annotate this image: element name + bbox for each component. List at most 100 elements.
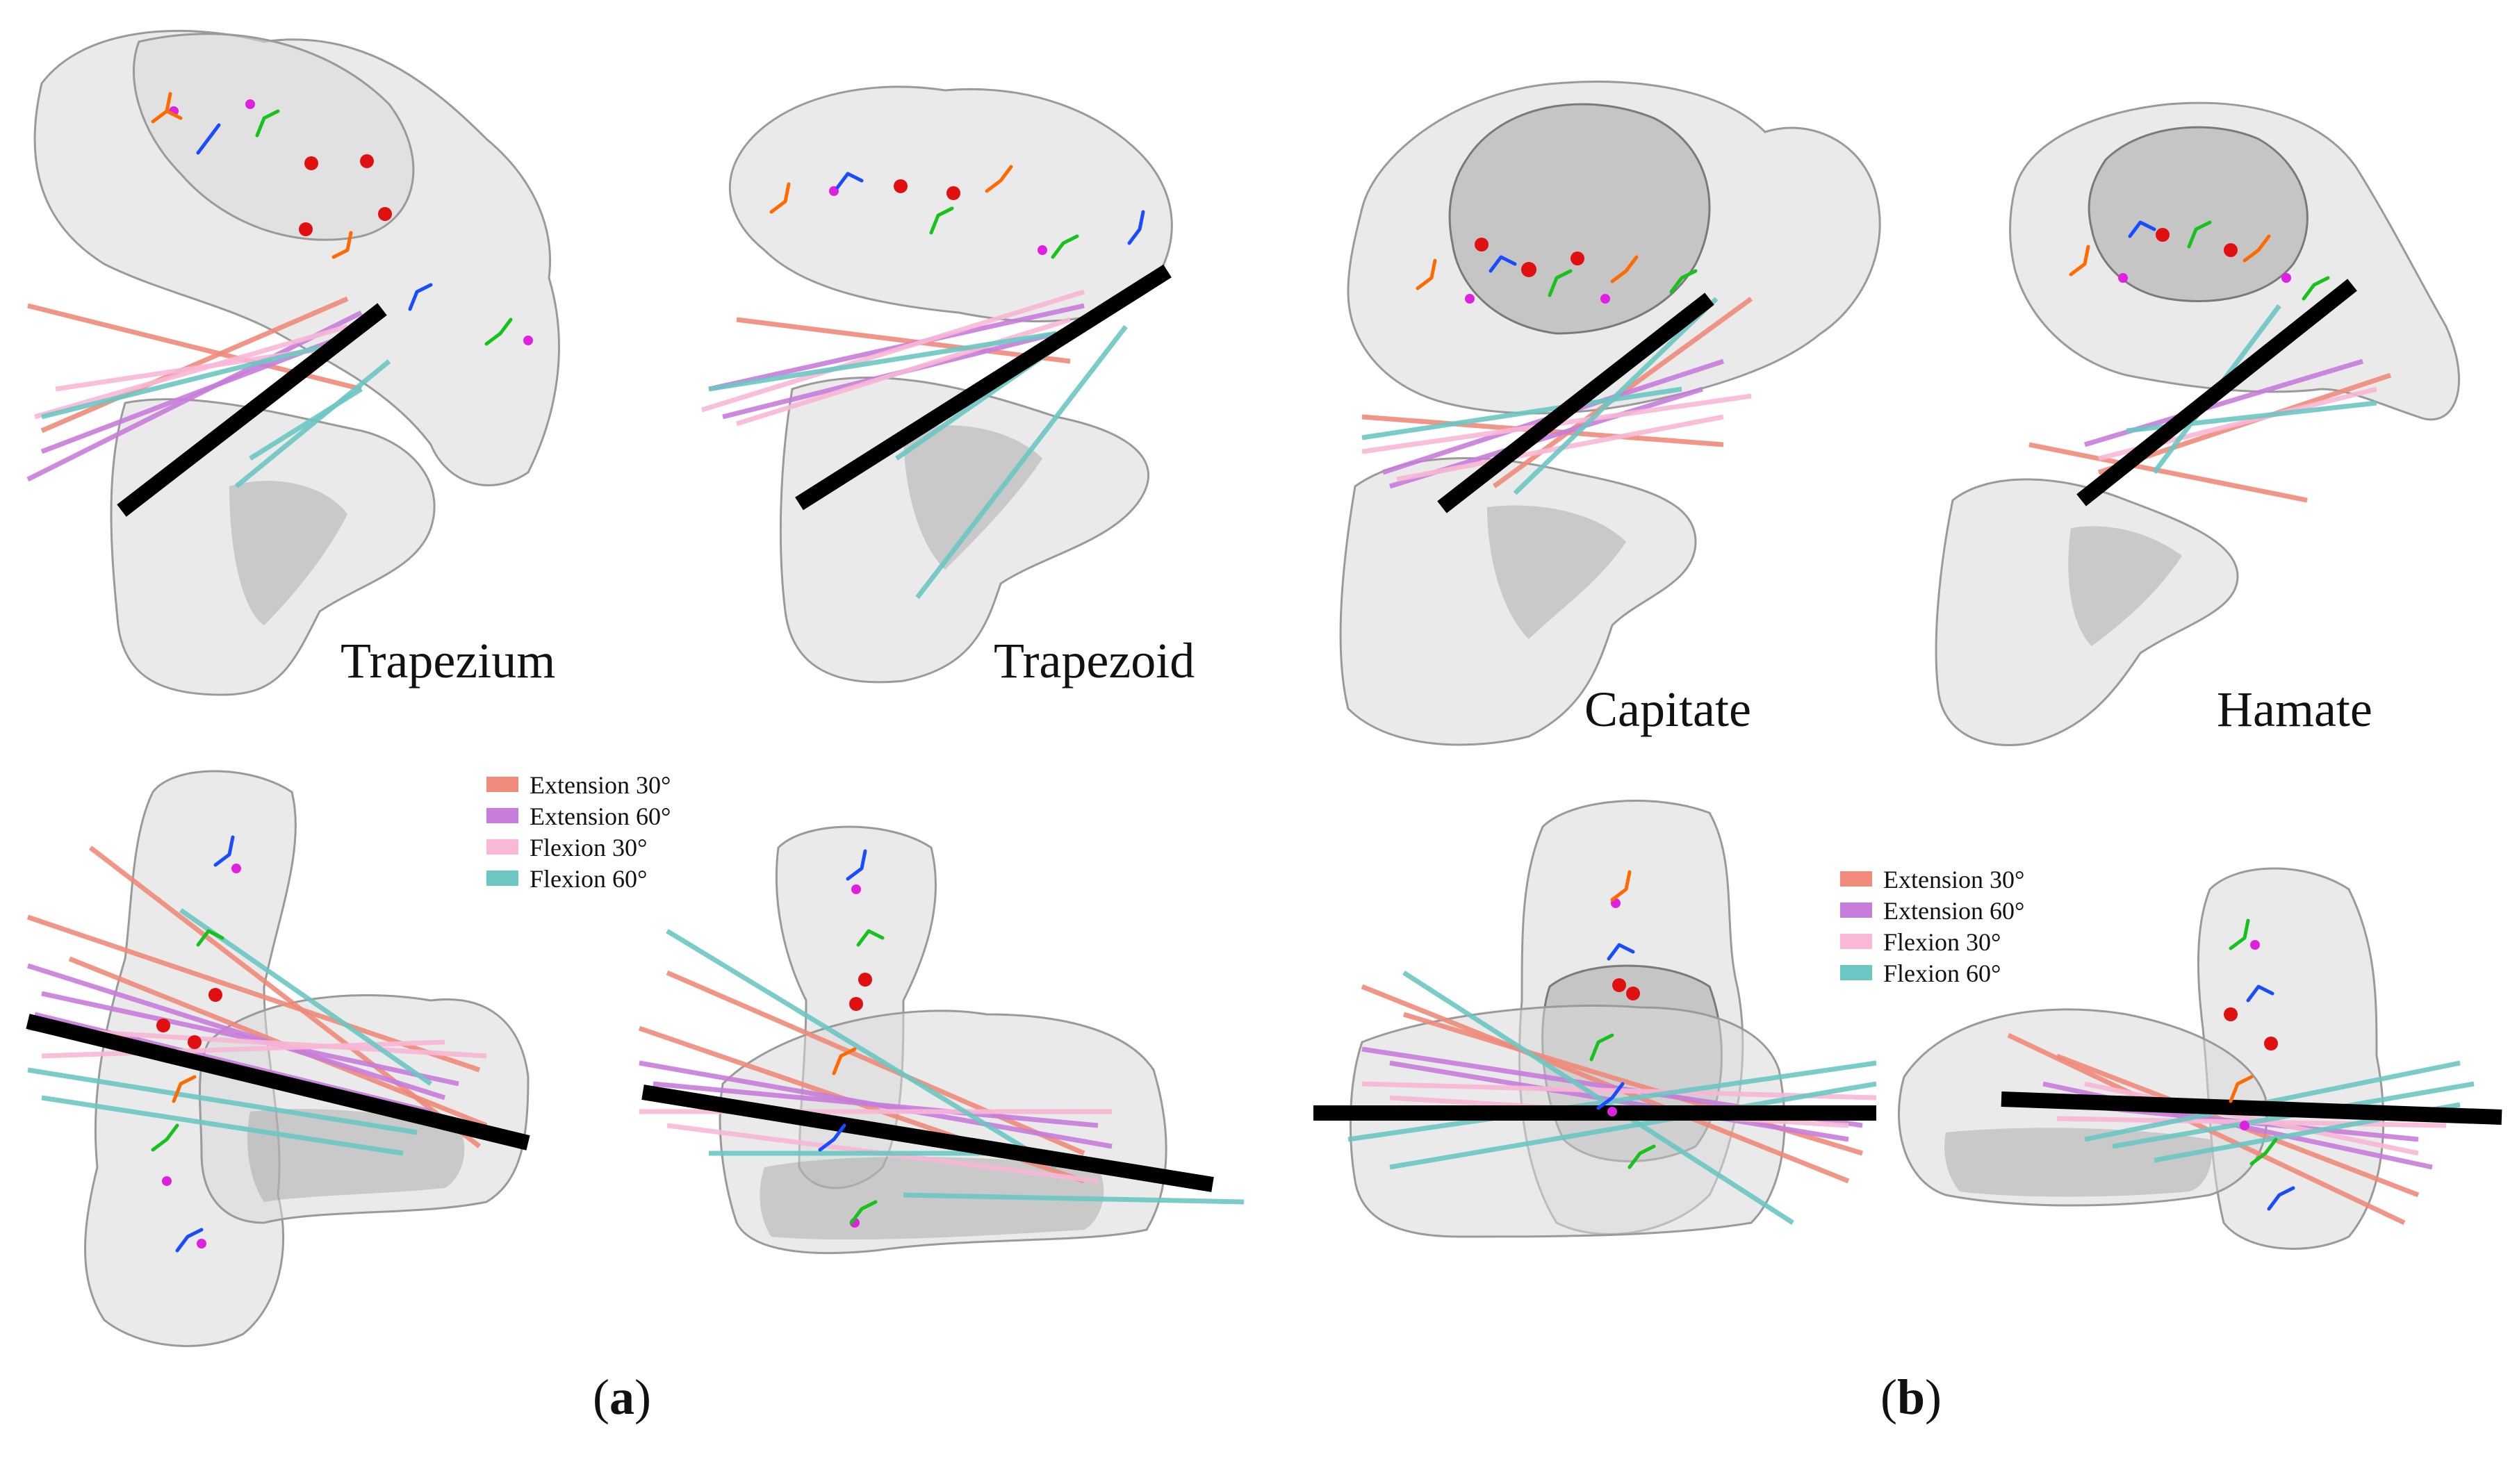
panel-label-a-close: )	[634, 1369, 651, 1425]
panel-b-bottom-left	[1313, 800, 1877, 1238]
triad-icon-b1-5	[1669, 269, 1698, 294]
axis-flex60-b3-2	[1389, 1081, 1877, 1170]
legend-swatch-flex60	[486, 871, 518, 886]
bone-shell-b3-horizontal	[1349, 1004, 1786, 1238]
bone-label-trapezoid: Trapezoid	[994, 633, 1195, 689]
point-red-a1-2	[360, 154, 374, 168]
bone-shadow-metacarpal-a2	[903, 425, 1042, 570]
triad-cluster-a1	[151, 92, 533, 346]
triad-icon-a3-2	[196, 929, 224, 947]
axis-ext30-a1-2	[40, 296, 349, 434]
axis-flex60-b3-1	[1347, 1060, 1877, 1142]
triad-icon-b2-3	[2187, 220, 2212, 249]
panel-label-b-letter: b	[1897, 1369, 1925, 1425]
reference-axis-b4	[2001, 1091, 2502, 1125]
triad-icon-a2-2	[835, 172, 864, 190]
axis-flex60-a3-1	[27, 1067, 418, 1135]
bone-shell-trapezium-inner	[133, 33, 415, 241]
point-magenta-a3-1	[231, 864, 241, 873]
bone-shell-metacarpal-a1	[110, 398, 436, 696]
legend-label-ext30-b: Extension 30°	[1883, 866, 2024, 893]
panel-a-bottom-left	[26, 770, 530, 1347]
legend-label-flex60: Flexion 60°	[530, 865, 647, 893]
axis-ext60-a4-2	[653, 1081, 1099, 1128]
axis-flex60-a4-2	[903, 1192, 1245, 1205]
axis-ext60-a3-2	[41, 991, 459, 1087]
triad-cluster-b2	[2069, 220, 2330, 301]
legend-label-flex30-b: Flexion 30°	[1883, 928, 2001, 956]
point-red-a3-2	[188, 1035, 202, 1049]
triad-icon-a1-2	[196, 123, 221, 155]
axis-flex60-a4-1	[666, 929, 1058, 1169]
panel-b-top-hamate: Hamate	[1935, 101, 2461, 746]
reference-axis-a3	[26, 1014, 530, 1151]
reference-axis-a4	[641, 1085, 1214, 1192]
legend-label-ext60-b: Extension 60°	[1883, 897, 2024, 925]
panel-label-b-close: )	[1925, 1369, 1942, 1425]
bone-shadow-a4-horizontal	[760, 1157, 1104, 1240]
triad-icon-a1-6	[484, 318, 513, 346]
triad-cluster-a2	[769, 165, 1145, 259]
bone-shell-trapezoid	[728, 85, 1173, 322]
triad-icon-b2-5	[2302, 276, 2330, 301]
axis-flex60-a2-1	[708, 331, 1057, 392]
reference-axis-b2	[2076, 279, 2357, 506]
point-magenta-b1-1	[1465, 294, 1475, 304]
point-magenta-a4-1	[851, 884, 861, 894]
triad-icon-a4-2	[856, 929, 885, 947]
triad-icon-b4-2	[2246, 984, 2274, 1003]
triad-icon-a4-3	[832, 1047, 857, 1075]
point-red-b2-2	[2224, 243, 2238, 257]
triad-icon-b3-5	[1628, 1144, 1656, 1169]
triad-icon-b1-1	[1416, 258, 1437, 290]
triad-icon-a4-1	[846, 849, 867, 881]
bone-shell-metacarpal-b2	[1935, 478, 2239, 746]
point-magenta-b4-2	[2240, 1121, 2249, 1130]
triad-icon-a2-4	[985, 165, 1013, 193]
bone-shell-capitate-core	[1448, 103, 1711, 335]
triad-icon-b4-3	[2229, 1075, 2254, 1103]
point-red-a1-4	[378, 207, 392, 221]
point-magenta-b4-1	[2250, 940, 2260, 950]
bone-label-capitate: Capitate	[1584, 682, 1751, 737]
axis-ext30-a2-1	[736, 317, 1071, 364]
triad-icon-b3-4	[1596, 1082, 1625, 1110]
point-magenta-a3-3	[197, 1239, 206, 1248]
triad-cluster-a3	[151, 835, 241, 1253]
panel-a-top-trapezoid: Trapezoid	[700, 85, 1195, 689]
point-magenta-a2-2	[1038, 245, 1047, 255]
axis-flex30-b4-2	[2084, 1081, 2419, 1156]
legend-panel-a: Extension 30° Extension 60° Flexion 30° …	[486, 771, 671, 893]
bone-shadow-metacarpal-a1	[229, 481, 347, 625]
triad-icon-b4-5	[2267, 1186, 2295, 1211]
triad-icon-a3-1	[213, 835, 235, 867]
panel-label-a-letter: a	[609, 1369, 634, 1425]
point-magenta-a3-2	[162, 1176, 172, 1186]
axis-ext30-b2-1	[2028, 442, 2308, 503]
triad-icon-a1-5	[408, 283, 433, 311]
triad-cluster-b3	[1589, 870, 1656, 1169]
panel-a-top-trapezium: Trapezium	[26, 29, 560, 696]
legend-panel-b: Extension 30° Extension 60° Flexion 30° …	[1840, 866, 2024, 987]
point-red-a3-1	[156, 1019, 170, 1032]
axis-flex60-a1-1	[41, 345, 320, 420]
triad-icon-a2-6	[1127, 210, 1145, 245]
point-magenta-b1-2	[1600, 294, 1610, 304]
point-red-a2-2	[946, 186, 960, 200]
bone-label-hamate: Hamate	[2217, 682, 2372, 737]
reference-axis-b1	[1437, 292, 1714, 513]
panel-label-a-open: (	[593, 1369, 609, 1425]
panel-label-b: (b)	[1880, 1369, 1942, 1425]
point-magenta-b2-1	[2118, 273, 2128, 283]
axis-ext60-a1-2	[40, 338, 335, 454]
axis-flex30-a1-1	[34, 324, 348, 420]
bone-shadow-metacarpal-b2	[2068, 526, 2182, 646]
triad-icon-a2-3	[929, 206, 954, 235]
bone-shell-metacarpal-b1	[1339, 457, 1697, 746]
legend-label-ext60: Extension 60°	[530, 802, 671, 830]
legend-label-ext30: Extension 30°	[530, 771, 671, 799]
point-red-a1-3	[299, 222, 313, 236]
triad-icon-a2-1	[769, 182, 791, 214]
triad-icon-a2-5	[1051, 234, 1079, 259]
